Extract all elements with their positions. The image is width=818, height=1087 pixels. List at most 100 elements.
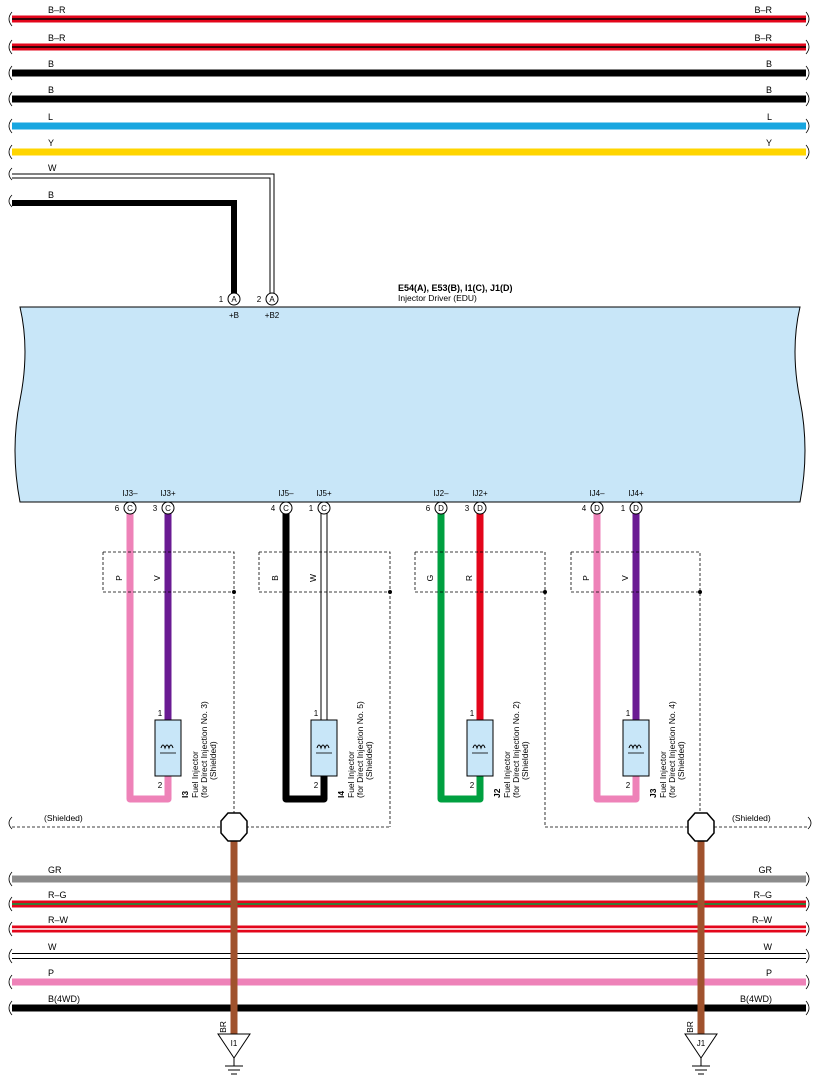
bottom-wire-label-left: GR <box>48 865 62 875</box>
injector-pin-2: 2 <box>626 781 631 790</box>
ground-wire-code: BR <box>218 1021 228 1033</box>
fuel-injector-icon: 12 <box>466 709 494 790</box>
edu-term-plus-b: +B <box>229 311 239 320</box>
terminal-pin-number: 1 <box>309 504 314 513</box>
terminal-pin-number: 4 <box>271 504 276 513</box>
terminal-pin-number: 4 <box>582 504 587 513</box>
injector-label-1: Fuel Injector <box>190 751 200 798</box>
bottom-wire-label-left: R–G <box>48 890 67 900</box>
feed-wire-w-label: W <box>48 163 57 173</box>
injector-pin-1: 1 <box>314 709 319 718</box>
injector-label-0: J3 <box>648 788 658 798</box>
edu-connectors: E54(A), E53(B), I1(C), J1(D) <box>398 283 513 293</box>
wire-code-label: B <box>270 575 280 581</box>
terminal-name: IJ4– <box>589 489 605 498</box>
injector-label-2: (for Direct Injection No. 2) <box>511 701 521 798</box>
fuel-injector-icon: 12 <box>154 709 182 790</box>
terminal-pin-number: 6 <box>426 504 431 513</box>
edu-power-pin-2: A 2 +B2 <box>257 292 280 320</box>
shield-label-right: (Shielded) <box>732 813 771 823</box>
wire-code-label: V <box>152 575 162 581</box>
svg-text:A: A <box>231 295 237 304</box>
wire-code-label: R <box>464 575 474 581</box>
terminal-name: IJ2– <box>433 489 449 498</box>
terminal-connector-letter: C <box>127 504 133 513</box>
top-wire-label-left: B–R <box>48 5 66 15</box>
bottom-wire-label-right: R–G <box>753 890 772 900</box>
top-wire-label-left: B <box>48 85 54 95</box>
svg-text:2: 2 <box>257 295 262 304</box>
terminal-connector-letter: C <box>165 504 171 513</box>
ground-point-label: I1 <box>231 1039 238 1048</box>
terminal-connector-letter: C <box>283 504 289 513</box>
top-wire-label-right: B <box>766 85 772 95</box>
terminal-connector-letter: D <box>594 504 600 513</box>
injector-label-2: (for Direct Injection No. 5) <box>355 701 365 798</box>
injector-label-0: I4 <box>336 791 346 798</box>
terminal-name: IJ3– <box>122 489 138 498</box>
terminal-connector-letter: D <box>477 504 483 513</box>
svg-text:1: 1 <box>219 295 224 304</box>
terminal-connector-letter: D <box>438 504 444 513</box>
top-wire-label-left: Y <box>48 138 54 148</box>
terminal-pin-number: 1 <box>621 504 626 513</box>
feed-wire-b-label: B <box>48 190 54 200</box>
wire-code-label: G <box>425 575 435 582</box>
shield-label-left: (Shielded) <box>44 813 83 823</box>
wire-code-label: P <box>114 575 124 581</box>
injector-pin-2: 2 <box>158 781 163 790</box>
svg-text:A: A <box>269 295 275 304</box>
injector-label-0: I3 <box>180 791 190 798</box>
fuel-injector-icon: 12 <box>622 709 650 790</box>
bottom-wire-5: B(4WD)B(4WD) <box>8 994 810 1016</box>
top-wire-label-left: B <box>48 59 54 69</box>
injector-label-1: Fuel Injector <box>346 751 356 798</box>
terminal-pin-number: 6 <box>115 504 120 513</box>
injector-label-2: (for Direct Injection No. 3) <box>199 701 209 798</box>
terminal-name: IJ2+ <box>472 489 488 498</box>
terminal-name: IJ3+ <box>160 489 176 498</box>
top-wire-label-left: L <box>48 112 53 122</box>
injector-pin-1: 1 <box>158 709 163 718</box>
bottom-wire-label-right: B(4WD) <box>740 994 772 1004</box>
injector-label-3: (Shielded) <box>208 741 218 780</box>
terminal-pin-number: 3 <box>465 504 470 513</box>
bottom-wire-label-left: W <box>48 942 57 952</box>
injector-pin-2: 2 <box>470 781 475 790</box>
injector-label-2: (for Direct Injection No. 4) <box>667 701 677 798</box>
bottom-wire-1: R–G R–G <box>8 890 810 912</box>
injector-pin-1: 1 <box>626 709 631 718</box>
injector-label-1: Fuel Injector <box>502 751 512 798</box>
bottom-wire-label-left: P <box>48 968 54 978</box>
feed-wire-black: B <box>12 190 237 296</box>
injector-label-3: (Shielded) <box>364 741 374 780</box>
top-wire-label-right: L <box>767 112 772 122</box>
injector-label-0: J2 <box>492 788 502 798</box>
edu-body <box>14 306 806 503</box>
terminal-name: IJ5– <box>278 489 294 498</box>
